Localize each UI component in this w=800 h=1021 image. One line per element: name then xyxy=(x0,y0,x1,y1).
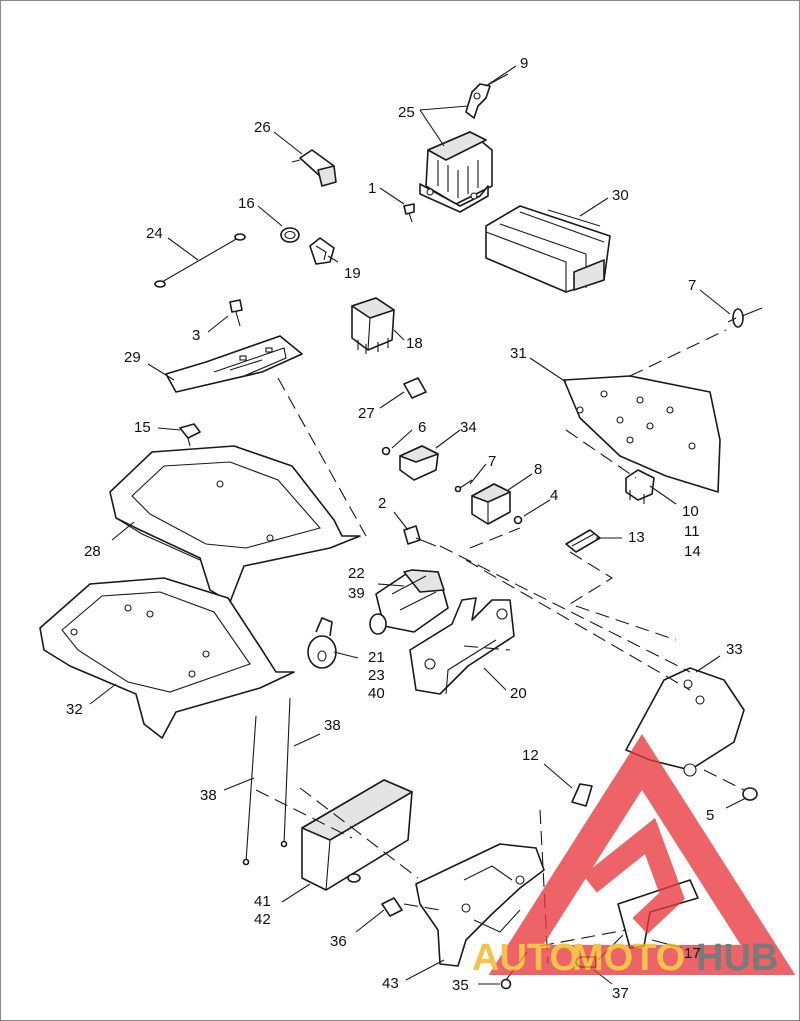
callout-3: 3 xyxy=(192,327,200,344)
watermark-moto-text: MOTO xyxy=(572,937,685,979)
callout-32: 32 xyxy=(66,701,83,718)
callout-6: 6 xyxy=(418,419,426,436)
callout-29: 29 xyxy=(124,349,141,366)
part-31-mounting-plate xyxy=(563,375,721,493)
callout-5: 5 xyxy=(706,807,714,824)
callout-43: 43 xyxy=(382,975,399,992)
callout-21: 21 xyxy=(368,649,385,666)
callout-41: 41 xyxy=(254,893,271,910)
callout-36: 36 xyxy=(330,933,347,950)
part-16-o-ring xyxy=(280,227,300,243)
callout-14: 14 xyxy=(684,543,701,560)
callout-9: 9 xyxy=(520,55,528,72)
callout-1: 1 xyxy=(368,180,376,197)
callout-34: 34 xyxy=(460,419,477,436)
callout-7-mid: 7 xyxy=(488,453,496,470)
part-25-regulator xyxy=(419,131,493,213)
part-38-strap-right xyxy=(280,697,291,848)
part-24-ground-strap xyxy=(154,233,246,288)
part-3-bolt xyxy=(229,299,243,327)
callout-25: 25 xyxy=(398,104,415,121)
part-2-bolt xyxy=(403,525,437,547)
part-35-nut xyxy=(500,978,512,990)
callout-4: 4 xyxy=(550,487,558,504)
callout-13: 13 xyxy=(628,529,645,546)
callout-23: 23 xyxy=(368,667,385,684)
part-32-tray-lower xyxy=(39,577,295,739)
callout-7-upper: 7 xyxy=(688,277,696,294)
part-30-cover xyxy=(485,205,611,293)
callout-12: 12 xyxy=(522,747,539,764)
part-20-holder xyxy=(409,597,515,695)
callout-38-right: 38 xyxy=(324,717,341,734)
watermark-auto-text: AUTO xyxy=(472,937,579,979)
part-28-battery-tray xyxy=(109,445,361,603)
callout-40: 40 xyxy=(368,685,385,702)
part-1-screw xyxy=(403,203,415,223)
part-18-relay xyxy=(351,297,395,354)
callout-20: 20 xyxy=(510,685,527,702)
automotohub-watermark: AUTO MOTO HUB xyxy=(472,734,796,979)
callout-24: 24 xyxy=(146,225,163,242)
part-12-clip xyxy=(571,783,593,807)
part-38-strap-left xyxy=(242,715,257,866)
callout-10: 10 xyxy=(682,503,699,520)
part-15-bumper xyxy=(179,423,201,447)
callout-15: 15 xyxy=(134,419,151,436)
leader-lines xyxy=(89,65,747,985)
callout-11: 11 xyxy=(684,523,700,540)
callout-39: 39 xyxy=(348,585,365,602)
watermark-inner-mark xyxy=(583,817,685,935)
callout-2: 2 xyxy=(378,495,386,512)
callout-labels: 9 25 26 1 30 16 24 19 7 3 18 29 31 27 15… xyxy=(66,55,743,1002)
part-27-fuse xyxy=(403,377,427,399)
callout-38-left: 38 xyxy=(200,787,217,804)
part-34-module xyxy=(399,445,439,481)
part-6-nut xyxy=(381,446,391,456)
part-33-side-bracket xyxy=(625,667,745,777)
callout-35: 35 xyxy=(452,977,469,994)
part-26-sensor xyxy=(291,149,337,187)
part-41-control-module xyxy=(301,779,413,891)
part-8-flasher xyxy=(471,483,511,525)
callout-16: 16 xyxy=(238,195,255,212)
part-19-switch xyxy=(309,237,335,265)
part-5-nut xyxy=(742,787,758,801)
watermark-hub-text: HUB xyxy=(696,937,778,979)
callout-30: 30 xyxy=(612,187,629,204)
callout-27: 27 xyxy=(358,405,375,422)
part-36-bolt xyxy=(381,897,403,917)
part-7-screw-mid xyxy=(454,479,473,493)
watermark-triangle xyxy=(488,734,796,975)
part-43-bracket xyxy=(415,843,545,967)
callout-26: 26 xyxy=(254,119,271,136)
part-4-nut xyxy=(513,515,523,525)
callout-31: 31 xyxy=(510,345,527,362)
callout-17: 17 xyxy=(684,945,701,962)
part-7-stud-upper xyxy=(727,307,763,328)
part-10-connector xyxy=(625,469,655,504)
callout-28: 28 xyxy=(84,543,101,560)
callout-8: 8 xyxy=(534,461,542,478)
callout-22: 22 xyxy=(348,565,365,582)
part-21-clamp xyxy=(307,617,337,669)
callout-18: 18 xyxy=(406,335,423,352)
callout-33: 33 xyxy=(726,641,743,658)
part-29-bracket xyxy=(165,335,303,393)
callout-19: 19 xyxy=(344,265,361,282)
callout-42: 42 xyxy=(254,911,271,928)
callout-37: 37 xyxy=(612,985,629,1002)
